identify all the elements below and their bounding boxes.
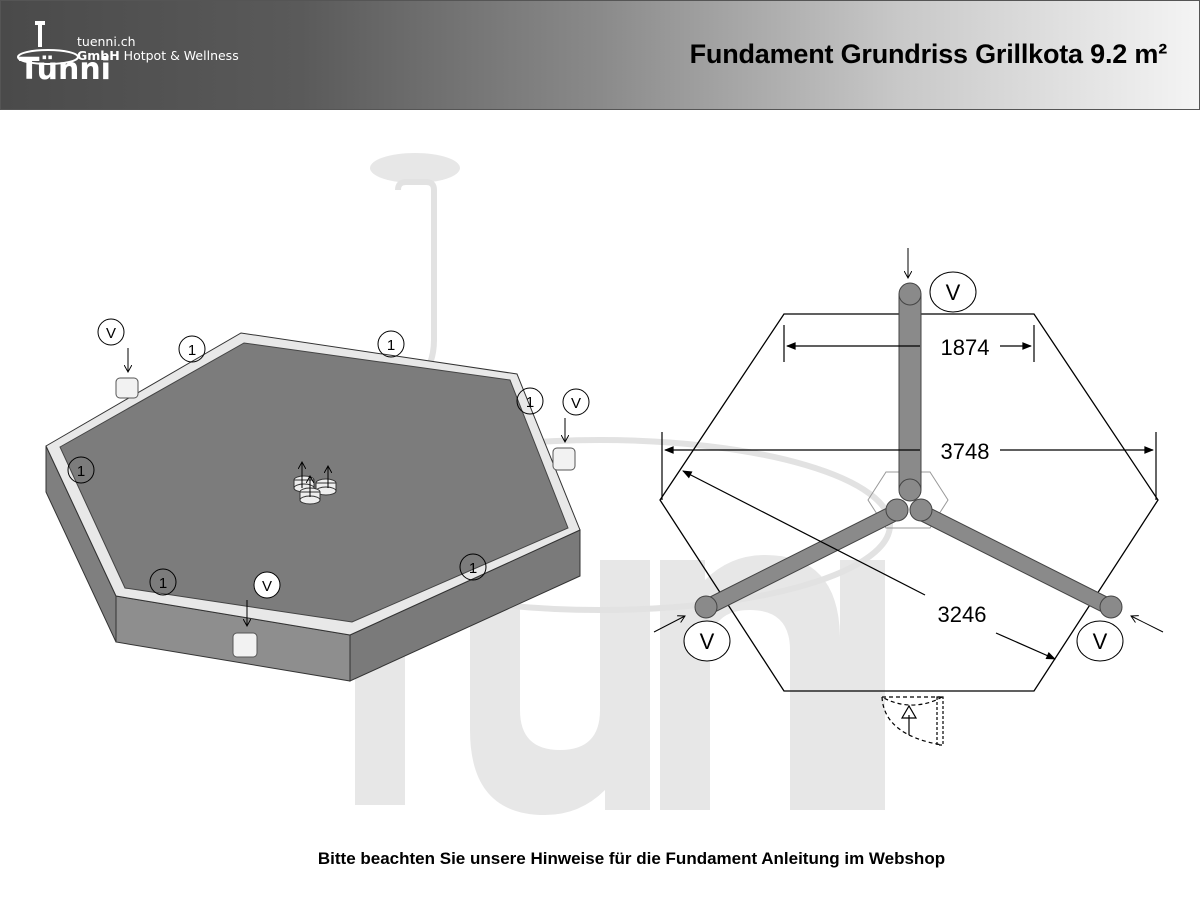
dimension-label-corners: 3748: [941, 439, 990, 464]
svg-text:V: V: [106, 325, 116, 342]
svg-text:1: 1: [469, 560, 477, 577]
svg-text:1: 1: [526, 394, 534, 411]
company-tagline: GmbH Hotpot & Wellness: [77, 48, 239, 63]
footer-note: Bitte beachten Sie unsere Hinweise für d…: [317, 849, 946, 868]
iso-labels: 1 1 1 1 1 1 V V V: [67, 318, 590, 599]
edge-label-1: 1: [67, 456, 95, 484]
svg-text:1: 1: [387, 337, 395, 354]
header-banner: Tünni tuenni.ch GmbH Hotpot & Wellness F…: [0, 0, 1200, 110]
drain-pipes-plan: [694, 282, 1123, 619]
drain-label-v: V: [97, 318, 125, 346]
dimension-label-flats: 3246: [938, 602, 987, 627]
page-title: Fundament Grundriss Grillkota 9.2 m²: [689, 39, 1168, 69]
up-arrow-icon: [302, 462, 328, 497]
svg-text:1: 1: [77, 463, 85, 480]
door-icon: [881, 696, 944, 746]
edge-label-1: 1: [516, 387, 544, 415]
drain-label-v: V: [929, 271, 977, 313]
drain-label-v: V: [562, 388, 590, 416]
drain-pipe: [115, 377, 576, 658]
dimension-3748: [661, 432, 1157, 500]
svg-text:V: V: [571, 395, 581, 412]
plan-drain-labels: V V V: [683, 271, 1124, 662]
drain-arrow-icon: [653, 248, 1164, 633]
svg-text:1: 1: [188, 342, 196, 359]
edge-label-1: 1: [377, 330, 405, 358]
drain-label-v: V: [683, 620, 731, 662]
svg-text:V: V: [700, 629, 715, 654]
svg-text:Tünni: Tünni: [19, 52, 111, 87]
edge-label-1: 1: [149, 568, 177, 596]
svg-text:V: V: [946, 280, 961, 305]
company-domain: tuenni.ch: [77, 34, 136, 49]
tuenni-logo-icon: Tünni: [17, 21, 111, 87]
svg-text:V: V: [1093, 629, 1108, 654]
svg-text:V: V: [262, 578, 272, 595]
edge-label-1: 1: [459, 553, 487, 581]
dimension-3246: [682, 470, 1056, 660]
svg-text:1: 1: [159, 575, 167, 592]
drain-label-v: V: [1076, 620, 1124, 662]
dimension-1874: [783, 325, 1035, 362]
company-name: tuenni.ch GmbH Hotpot & Wellness: [77, 35, 239, 63]
drain-label-v: V: [253, 571, 281, 599]
edge-label-1: 1: [178, 335, 206, 363]
dimension-label-side: 1874: [941, 335, 990, 360]
plan-hexagon: [659, 313, 1159, 692]
center-pipe-stubs: [293, 475, 337, 505]
down-arrow-icon: [128, 348, 565, 626]
